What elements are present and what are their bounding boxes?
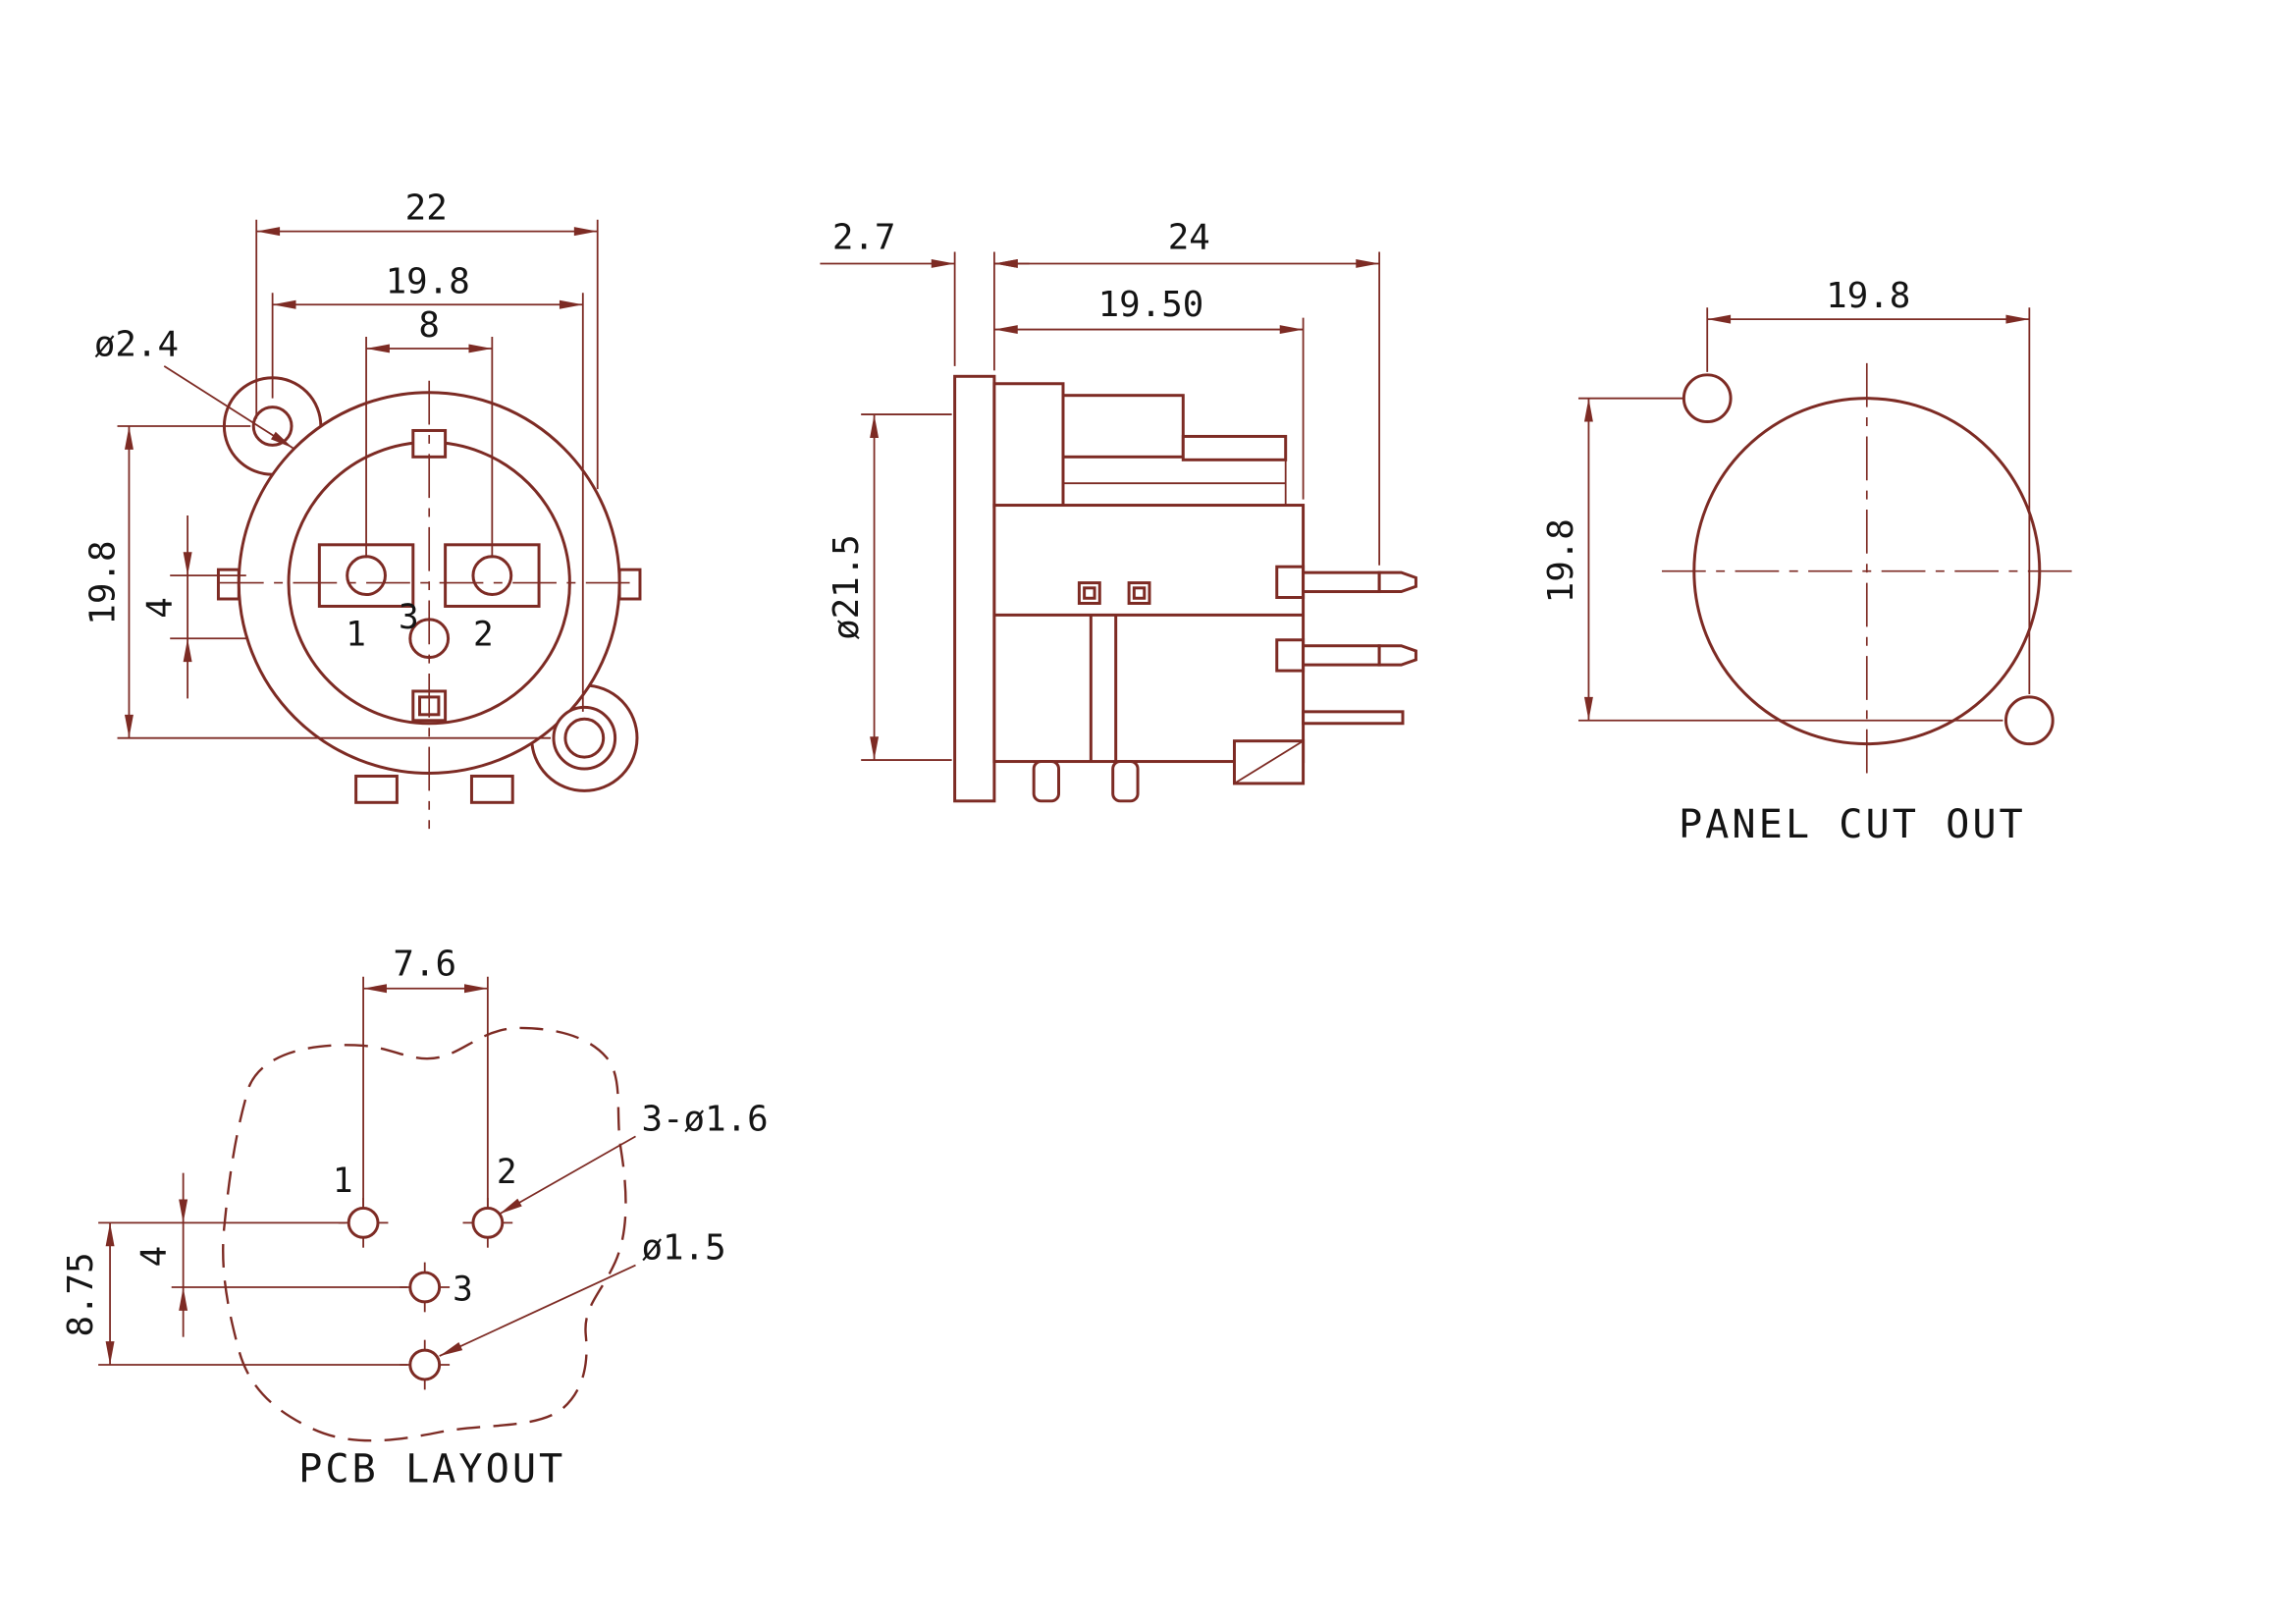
- body-window-right-inner: [1132, 586, 1147, 600]
- corner-chamfer-line: [1234, 739, 1305, 785]
- dim-depth-overall: 24: [1168, 218, 1210, 258]
- pcb-board-outline: [222, 1026, 627, 1442]
- panel-cutout-dimensions: 19.8 19.8: [1541, 276, 2031, 722]
- connector-body-side: [992, 504, 1306, 764]
- dim-hole-spacing-vertical: 19.8: [83, 541, 124, 625]
- dim-pin-row-offset: 4: [140, 597, 181, 619]
- solder-pin-2: [1302, 644, 1381, 667]
- latch-block: [992, 382, 1065, 509]
- bottom-tab-left: [354, 774, 399, 804]
- panel-cutout-circle: [1692, 397, 2042, 746]
- body-window-left: [1077, 581, 1101, 605]
- pcb-dim-height-total: 8.75: [61, 1252, 101, 1336]
- bottom-tab-right: [469, 774, 514, 804]
- front-pin-1-label: 1: [346, 616, 366, 655]
- pcb-pad-2: [462, 1197, 513, 1248]
- dim-depth-body: 19.50: [1098, 285, 1204, 325]
- panel-dim-vertical: 19.8: [1541, 518, 1581, 603]
- front-pin-2-label: 2: [473, 616, 494, 655]
- dim-barrel-diameter: ø21.5: [827, 534, 867, 640]
- pcb-pin-holes-callout: 3-ø1.6: [641, 1099, 768, 1139]
- panel-mounting-hole-bottom-right: [2003, 695, 2055, 746]
- xlr-pin-1: [346, 555, 387, 597]
- latch-bar: [1181, 434, 1288, 461]
- dim-flange-thickness: 2.7: [832, 218, 896, 258]
- body-window-right: [1127, 581, 1151, 605]
- panel-cutout-view: 19.8 19.8 PANEL CUT OUT: [1541, 276, 2072, 847]
- side-tab-right: [617, 568, 642, 601]
- pcb-ground-hole-callout: ø1.5: [641, 1228, 725, 1269]
- pcb-layout-view: 7.6 8.75 4 3-ø1.6 ø1.5 1 2 3 PCB LAYOUT: [61, 944, 769, 1491]
- pcb-pin-1-label: 1: [333, 1162, 353, 1201]
- solder-pin-3: [1302, 710, 1405, 726]
- body-window-left-inner: [1083, 586, 1096, 600]
- solder-pin-1: [1302, 570, 1381, 594]
- front-view-dimensions: 22 19.8 8 ø2.4 19.8 4: [83, 189, 599, 739]
- front-view: 22 19.8 8 ø2.4 19.8 4 1 2 3: [83, 189, 642, 830]
- side-tab-left: [216, 568, 240, 601]
- pcb-layout-caption: PCB LAYOUT: [298, 1446, 565, 1491]
- xlr-pin-2: [471, 555, 513, 597]
- latch-arm: [1061, 394, 1185, 459]
- panel-mounting-hole-top-left: [1682, 373, 1733, 424]
- solder-pin-1-tip: [1377, 570, 1417, 594]
- mounting-hole-bottom-right: [563, 717, 606, 759]
- mount-hole-callout: ø2.4: [94, 324, 179, 364]
- dim-pin-spacing: 8: [418, 305, 440, 346]
- pcb-pad-1: [338, 1197, 389, 1248]
- mount-peg-right: [1111, 760, 1140, 803]
- front-pin-3-label: 3: [399, 598, 419, 637]
- side-view: 2.7 24 19.50 ø21.5: [820, 218, 1417, 803]
- mount-peg-left: [1032, 760, 1061, 803]
- pcb-dim-row-offset: 4: [134, 1246, 175, 1268]
- flange-side: [953, 374, 996, 803]
- pcb-pad-ground: [400, 1339, 451, 1390]
- pcb-pin-2-label: 2: [497, 1153, 517, 1192]
- panel-cutout-caption: PANEL CUT OUT: [1679, 802, 2026, 847]
- dim-overall-width: 22: [405, 189, 448, 229]
- pcb-pad-3: [400, 1262, 451, 1313]
- dim-hole-spacing-horizontal: 19.8: [386, 261, 470, 301]
- pcb-dim-pin-spacing: 7.6: [393, 944, 456, 984]
- pcb-pin-3-label: 3: [453, 1270, 473, 1309]
- solder-pin-2-tip: [1377, 644, 1417, 667]
- panel-dim-horizontal: 19.8: [1826, 276, 1910, 316]
- pcb-layout-dimensions: 7.6 8.75 4 3-ø1.6 ø1.5: [61, 944, 769, 1366]
- side-view-dimensions: 2.7 24 19.50 ø21.5: [820, 218, 1381, 761]
